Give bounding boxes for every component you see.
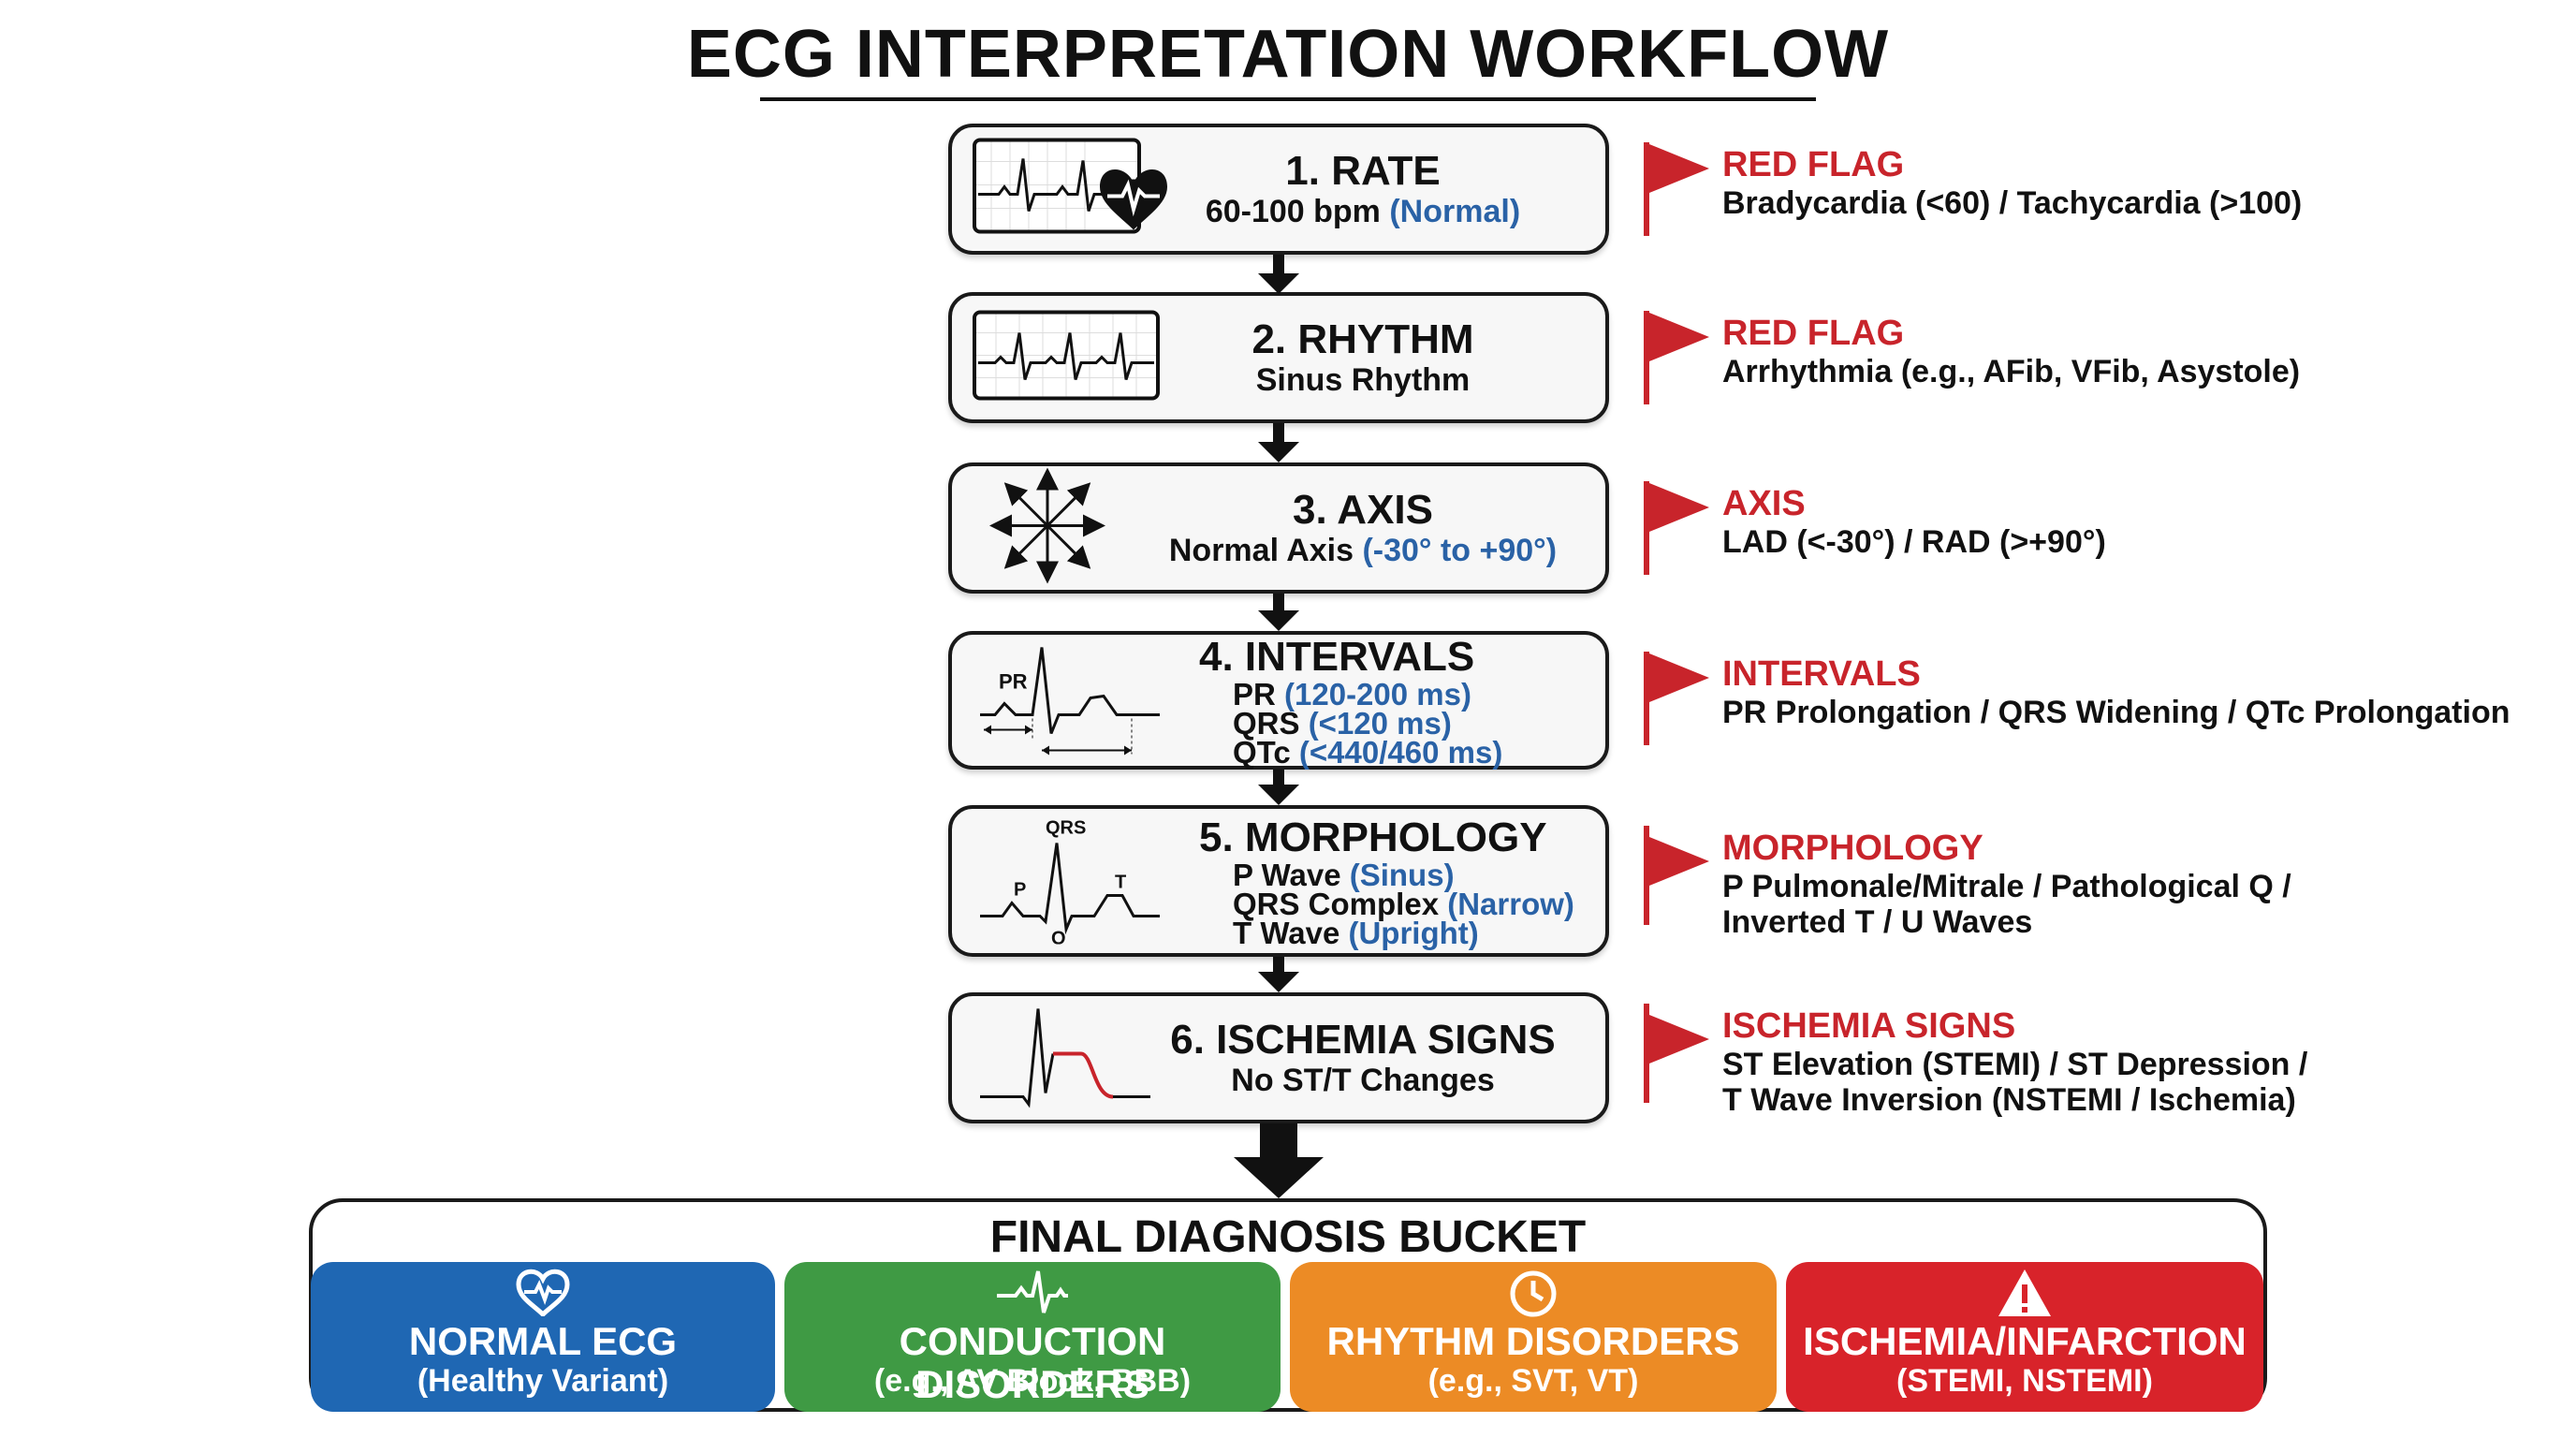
- step-detail-p-wave: P Wave (Sinus): [1233, 857, 1455, 892]
- svg-text:P: P: [1014, 880, 1026, 901]
- step-title: 6. ISCHEMIA SIGNS: [1170, 1017, 1556, 1063]
- flag-description: P Pulmonale/Mitrale / Pathological Q / I…: [1722, 869, 2546, 940]
- flag-description: PR Prolongation / QRS Widening / QTc Pro…: [1722, 695, 2510, 730]
- bucket-title: FINAL DIAGNOSIS BUCKET: [989, 1212, 1587, 1262]
- step-detail-qtc: QTc (<440/460 ms): [1233, 734, 1503, 770]
- category-rhythm-disorders: RHYTHM DISORDERS (e.g., SVT, VT): [1290, 1262, 1777, 1412]
- step-title: 5. MORPHOLOGY: [1199, 814, 1547, 860]
- step-intervals: PR 4. INTERVALS PR (120-200 ms) QRS (<12…: [948, 631, 1609, 770]
- flag-axis: AXIS LAD (<-30°) / RAD (>+90°): [1640, 479, 2539, 582]
- pqrst-waveform-icon: QRS P T Q: [974, 814, 1162, 949]
- category-name: RHYTHM DISORDERS: [1326, 1319, 1740, 1363]
- pr-interval-waveform-icon: PR: [976, 640, 1164, 761]
- red-flag-icon: [1644, 826, 1709, 925]
- clock-icon: [1507, 1268, 1559, 1325]
- category-name: ISCHEMIA/INFARCTION: [1803, 1319, 2247, 1363]
- red-flag-icon: [1644, 652, 1709, 745]
- step-axis: 3. AXIS Normal Axis (-30° to +90°): [948, 462, 1609, 594]
- step-title: 3. AXIS: [1293, 487, 1433, 533]
- category-subtitle: (e.g., SVT, VT): [1427, 1363, 1639, 1399]
- flag-description-line: P Pulmonale/Mitrale / Pathological Q /: [1722, 869, 2291, 904]
- ecg-monitor-heart-icon: [973, 138, 1169, 241]
- title-underline: [760, 97, 1816, 101]
- flag-label: ISCHEMIA SIGNS: [1722, 1006, 2016, 1046]
- category-subtitle: (STEMI, NSTEMI): [1896, 1363, 2153, 1399]
- step-detail-qrs-complex: QRS Complex (Narrow): [1233, 886, 1574, 921]
- step-detail: 60-100 bpm (Normal): [1205, 194, 1521, 229]
- category-conduction-disorders: CONDUCTION DISORDERS (e.g., AV Block, BB…: [784, 1262, 1281, 1412]
- flag-description: Bradycardia (<60) / Tachycardia (>100): [1722, 185, 2303, 221]
- red-flag-icon: [1644, 481, 1709, 575]
- step-detail: No ST/T Changes: [1231, 1063, 1495, 1098]
- flag-ischemia-signs: ISCHEMIA SIGNS ST Elevation (STEMI) / ST…: [1640, 1002, 2539, 1123]
- page-title: ECG INTERPRETATION WORKFLOW: [686, 17, 1890, 92]
- flag-description: Arrhythmia (e.g., AFib, VFib, Asystole): [1722, 354, 2301, 389]
- svg-text:PR: PR: [999, 670, 1028, 694]
- flag-label: INTERVALS: [1722, 654, 1921, 694]
- svg-text:Q: Q: [1051, 929, 1066, 945]
- flag-description-line: T Wave Inversion (NSTEMI / Ischemia): [1722, 1082, 2296, 1118]
- heart-pulse-icon: [515, 1268, 571, 1321]
- flag-rate: RED FLAG Bradycardia (<60) / Tachycardia…: [1640, 140, 2539, 243]
- flag-label: RED FLAG: [1722, 314, 1905, 353]
- flag-rhythm: RED FLAG Arrhythmia (e.g., AFib, VFib, A…: [1640, 309, 2539, 412]
- step-detail-pr: PR (120-200 ms): [1233, 676, 1471, 712]
- flag-label: AXIS: [1722, 484, 1806, 523]
- step-rate: 1. RATE 60-100 bpm (Normal): [948, 124, 1609, 255]
- st-elevation-waveform-icon: [976, 1000, 1154, 1117]
- step-detail: Sinus Rhythm: [1255, 362, 1471, 398]
- red-flag-icon: [1644, 1004, 1709, 1103]
- step-title: 2. RHYTHM: [1251, 316, 1474, 362]
- category-name: CONDUCTION DISORDERS: [899, 1319, 1166, 1406]
- step-rhythm: 2. RHYTHM Sinus Rhythm: [948, 292, 1609, 423]
- red-flag-icon: [1644, 311, 1709, 404]
- step-ischemia-signs: 6. ISCHEMIA SIGNS No ST/T Changes: [948, 992, 1609, 1123]
- step-detail-qrs: QRS (<120 ms): [1233, 705, 1452, 741]
- flag-description: ST Elevation (STEMI) / ST Depression / T…: [1722, 1047, 2546, 1118]
- category-ischemia-infarction: ISCHEMIA/INFARCTION (STEMI, NSTEMI): [1786, 1262, 2263, 1412]
- ecg-wave-icon: [995, 1268, 1070, 1321]
- svg-text:T: T: [1115, 873, 1126, 893]
- step-title: 4. INTERVALS: [1199, 633, 1475, 680]
- category-subtitle: (e.g., AV Block, BBB): [873, 1363, 1192, 1399]
- warning-icon: [1997, 1268, 2053, 1323]
- category-subtitle: (Healthy Variant): [417, 1363, 669, 1399]
- step-morphology: QRS P T Q 5. MORPHOLOGY P Wave (Sinus) Q…: [948, 805, 1609, 957]
- step-detail-t-wave: T Wave (Upright): [1233, 915, 1479, 950]
- category-name: NORMAL ECG: [408, 1319, 678, 1363]
- axis-compass-icon: [989, 467, 1105, 589]
- step-title: 1. RATE: [1285, 148, 1441, 194]
- flag-description-line: Inverted T / U Waves: [1722, 904, 2033, 940]
- category-normal-ecg: NORMAL ECG (Healthy Variant): [311, 1262, 775, 1412]
- step-detail: Normal Axis (-30° to +90°): [1168, 533, 1558, 568]
- flag-description: LAD (<-30°) / RAD (>+90°): [1722, 524, 2106, 560]
- flag-intervals: INTERVALS PR Prolongation / QRS Widening…: [1640, 650, 2539, 753]
- flag-label: MORPHOLOGY: [1722, 829, 1983, 868]
- ecg-strip-icon: [973, 310, 1160, 405]
- red-flag-icon: [1644, 142, 1709, 236]
- flag-description-line: ST Elevation (STEMI) / ST Depression /: [1722, 1047, 2308, 1082]
- flag-label: RED FLAG: [1722, 145, 1905, 184]
- flag-morphology: MORPHOLOGY P Pulmonale/Mitrale / Patholo…: [1640, 824, 2539, 946]
- svg-text:QRS: QRS: [1046, 818, 1086, 839]
